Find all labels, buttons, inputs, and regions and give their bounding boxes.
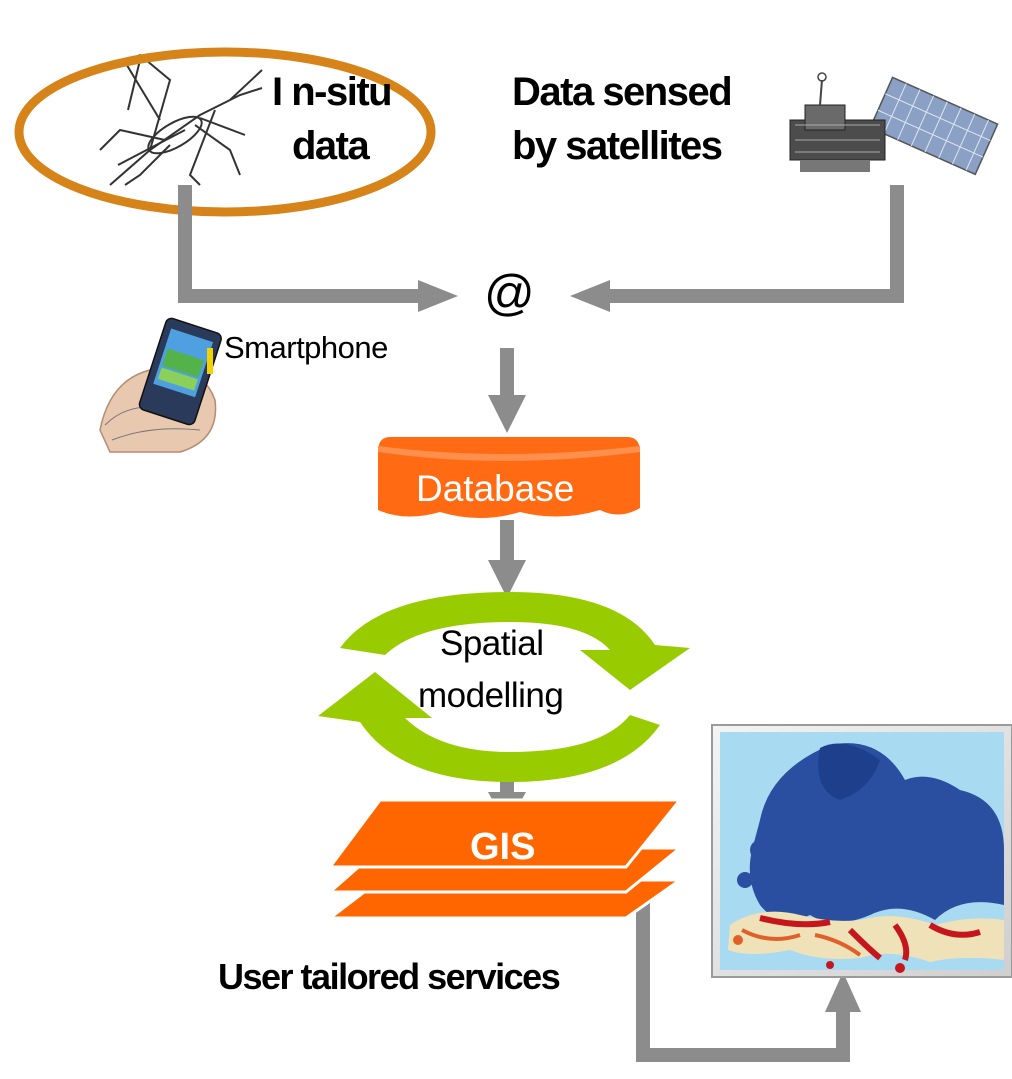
- in-situ-label-line2: data: [292, 124, 370, 168]
- modelling-cycle: [318, 592, 690, 782]
- arrowhead-left: [570, 280, 610, 312]
- gis-to-map-connector: [636, 880, 850, 1062]
- in-situ-highlight: [14, 47, 436, 217]
- gis-layer-1: [327, 798, 684, 869]
- gis-label: GIS: [470, 826, 536, 868]
- smartphone-label: Smartphone: [224, 330, 388, 365]
- arrowhead-right: [418, 280, 458, 312]
- database-label: Database: [416, 468, 575, 509]
- mosquito-icon: [99, 53, 263, 186]
- europe-map: [711, 724, 1012, 978]
- database-shape: [378, 437, 640, 518]
- at-symbol: @: [484, 265, 535, 321]
- satellite-connector: [608, 185, 904, 303]
- arrowhead-up-map: [825, 972, 861, 1012]
- spatial-label-line2: modelling: [418, 676, 564, 715]
- in-situ-connector: [178, 185, 420, 303]
- smartphone-icon: [99, 317, 222, 453]
- spatial-label-line1: Spatial: [440, 624, 544, 663]
- gis-layers: [325, 798, 685, 920]
- arrowhead-down-database: [488, 395, 526, 433]
- user-services-label: User tailored services: [218, 956, 561, 997]
- in-situ-label-line1: I n-situ: [272, 70, 393, 114]
- satellite-label-line1: Data sensed: [512, 70, 733, 114]
- satellite-icon: [789, 72, 999, 176]
- arrowhead-down-modelling: [488, 560, 526, 598]
- satellite-label-line2: by satellites: [512, 124, 723, 168]
